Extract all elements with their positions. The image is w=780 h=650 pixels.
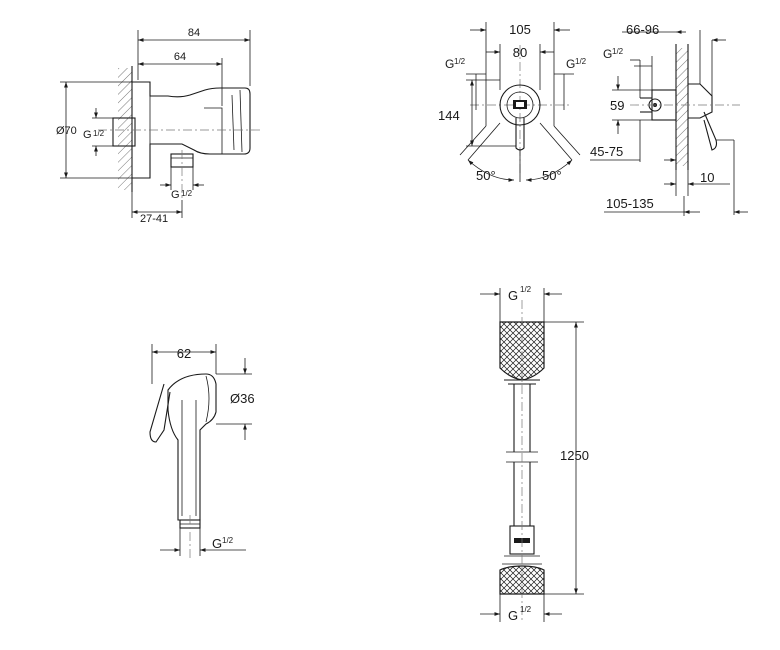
valve-side-view: 66-96 G 1/2 59 45-75 10 105-135 bbox=[590, 22, 748, 216]
dim-overall: 105 bbox=[509, 22, 531, 37]
wall-outlet-view: 84 64 Ø70 G 1/2 G 1/2 27-41 bbox=[56, 27, 260, 225]
thread-inlet: G bbox=[83, 129, 92, 141]
angle-right: 50° bbox=[542, 168, 562, 183]
side-lever bbox=[703, 111, 718, 151]
valve-front-view: 105 80 G 1/2 G 1/2 144 50° 50° bbox=[438, 22, 587, 183]
dim-inner: 80 bbox=[513, 45, 527, 60]
side-dim-height: 59 bbox=[610, 98, 624, 113]
thread-right: G bbox=[566, 57, 575, 71]
dim-total-width: 84 bbox=[188, 27, 200, 39]
hand-shower-view: 62 Ø36 G 1/2 bbox=[149, 344, 255, 560]
dim-range-depth: 45-75 bbox=[590, 144, 623, 159]
outlet-body-outline bbox=[132, 81, 251, 179]
thread-outlet: G bbox=[171, 189, 180, 201]
hose-thread-top: G bbox=[508, 288, 518, 303]
angle-left: 50° bbox=[476, 168, 496, 183]
hose-thread-bottom-fraction: 1/2 bbox=[520, 605, 532, 614]
shower-thread: G bbox=[212, 536, 222, 551]
dim-inner-width: 64 bbox=[174, 51, 186, 63]
hand-shower-body bbox=[167, 373, 217, 521]
dim-height: 144 bbox=[438, 108, 460, 123]
side-wall-hatch bbox=[676, 48, 688, 166]
thread-outlet-fraction: 1/2 bbox=[181, 189, 193, 198]
shower-dim-length: 62 bbox=[177, 346, 191, 361]
dim-total-depth: 105-135 bbox=[606, 196, 654, 211]
shower-thread-fraction: 1/2 bbox=[222, 536, 234, 545]
shower-dim-diameter: Ø36 bbox=[230, 391, 255, 406]
thread-inlet-fraction: 1/2 bbox=[93, 129, 105, 138]
hand-shower-trigger bbox=[149, 383, 171, 443]
side-thread: G bbox=[603, 47, 612, 61]
hose-view: G 1/2 1250 G 1/2 bbox=[480, 285, 589, 623]
dim-diameter: Ø70 bbox=[56, 125, 77, 137]
side-thread-fraction: 1/2 bbox=[612, 47, 624, 56]
thread-right-fraction: 1/2 bbox=[575, 57, 587, 66]
inlet-nipple bbox=[112, 117, 136, 147]
hose-thread-top-fraction: 1/2 bbox=[520, 285, 532, 294]
thread-left: G bbox=[445, 57, 454, 71]
dim-depth-range: 27-41 bbox=[140, 213, 168, 225]
hose-thread-bottom: G bbox=[508, 608, 518, 623]
thread-left-fraction: 1/2 bbox=[454, 57, 466, 66]
side-rosette bbox=[688, 83, 713, 119]
wall-hatch bbox=[118, 68, 132, 190]
hose-dim-length: 1250 bbox=[560, 448, 589, 463]
dim-plate: 10 bbox=[700, 170, 714, 185]
dim-projection-range: 66-96 bbox=[626, 22, 659, 37]
valve-rosette bbox=[499, 84, 541, 126]
